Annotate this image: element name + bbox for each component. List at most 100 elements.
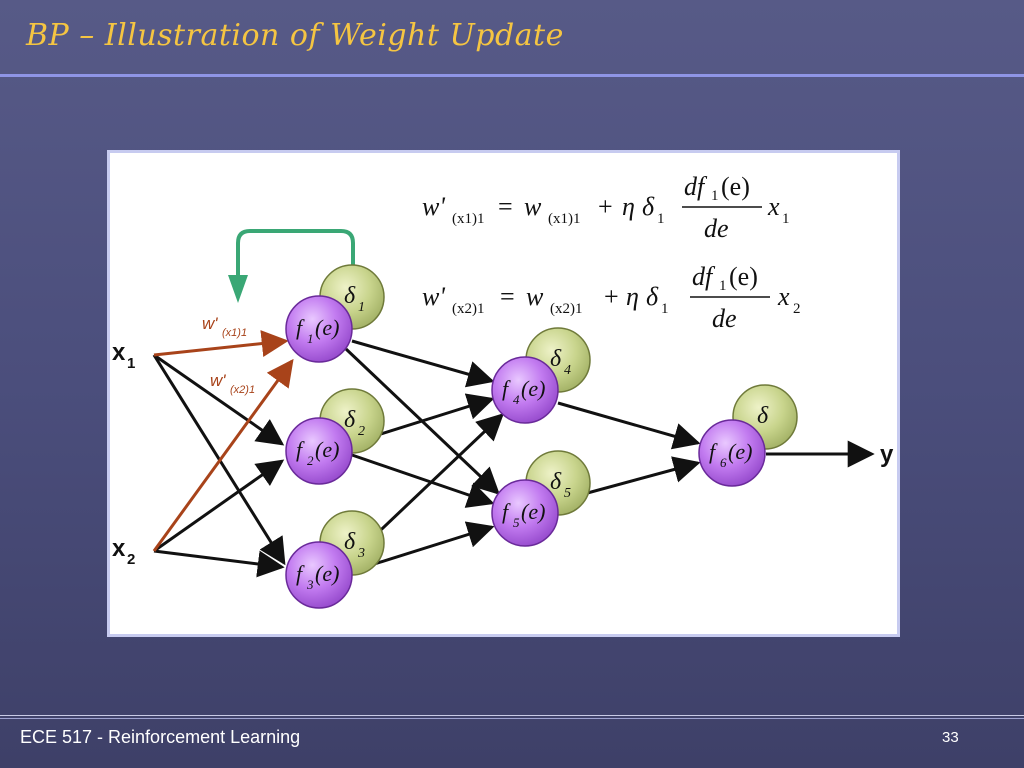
delta-labels: δ 1 δ 2 δ 3 δ 4 δ 5 δ bbox=[344, 283, 769, 561]
edges-updated-weights bbox=[152, 330, 294, 552]
delta-label-2: δ bbox=[344, 407, 356, 433]
eq2-plus: + bbox=[604, 282, 619, 311]
svg-text:5: 5 bbox=[513, 515, 520, 530]
eq1-x-sub: 1 bbox=[782, 211, 790, 227]
eq1-lhs-w: w' bbox=[422, 192, 445, 221]
edge-f4-f6 bbox=[557, 401, 701, 450]
eq1-num-sub: 1 bbox=[711, 188, 719, 204]
svg-text:2: 2 bbox=[358, 424, 365, 439]
output-y-label: y bbox=[880, 441, 894, 468]
edge-f1-f4 bbox=[351, 339, 495, 388]
eq1-delta: δ bbox=[642, 192, 655, 221]
eq1-x: x bbox=[767, 192, 780, 221]
delta-label-1: δ bbox=[344, 283, 356, 309]
input-x1-label: x bbox=[112, 339, 126, 366]
eq2-delta-sub: 1 bbox=[661, 301, 669, 317]
slide-page-number: 33 bbox=[942, 729, 959, 746]
eq2-x: x bbox=[777, 282, 790, 311]
feedback-arrow bbox=[236, 229, 355, 275]
delta-label-4: δ bbox=[550, 346, 562, 372]
weight-label-x1: w' bbox=[202, 314, 218, 333]
svg-text:(e): (e) bbox=[315, 315, 339, 340]
edge-x1-f1-updated bbox=[153, 330, 289, 357]
edge-x2-f2 bbox=[153, 459, 285, 553]
edge-x1-f2 bbox=[153, 353, 285, 446]
slide-title: BP – Illustration of Weight Update bbox=[26, 18, 564, 53]
neurons bbox=[285, 295, 766, 609]
svg-text:(e): (e) bbox=[728, 439, 752, 464]
eq1-den: de bbox=[704, 214, 729, 243]
svg-text:5: 5 bbox=[564, 486, 571, 501]
neuron-label-1-f: f bbox=[296, 315, 305, 340]
network-diagram: w' (x1)1 = w (x1)1 + η δ 1 df 1 (e) de x… bbox=[112, 172, 894, 609]
eq1-lhs-sub: (x1)1 bbox=[452, 211, 485, 227]
eq1-rhs-sub: (x1)1 bbox=[548, 211, 581, 227]
svg-text:1: 1 bbox=[307, 331, 314, 346]
neuron-label-5-f: f bbox=[502, 499, 511, 524]
svg-text:(e): (e) bbox=[315, 561, 339, 586]
footer-course-name: ECE 517 - Reinforcement Learning bbox=[20, 727, 301, 747]
delta-label-5: δ bbox=[550, 469, 562, 495]
edge-f3-f5-a bbox=[351, 453, 495, 508]
svg-text:1: 1 bbox=[358, 300, 365, 315]
neuron-2 bbox=[285, 417, 353, 485]
diagram-panel: w' (x1)1 = w (x1)1 + η δ 1 df 1 (e) de x… bbox=[107, 150, 900, 637]
svg-text:(e): (e) bbox=[521, 499, 545, 524]
svg-text:(e): (e) bbox=[315, 437, 339, 462]
update-equation-1: w' (x1)1 = w (x1)1 + η δ 1 df 1 (e) de x… bbox=[422, 172, 790, 243]
eq1-rhs-w: w bbox=[524, 192, 542, 221]
svg-text:4: 4 bbox=[564, 363, 571, 378]
eq2-lhs-sub: (x2)1 bbox=[452, 301, 485, 317]
eq1-delta-sub: 1 bbox=[657, 211, 665, 227]
delta-label-6: δ bbox=[757, 403, 769, 429]
eq2-lhs-w: w' bbox=[422, 282, 445, 311]
eq2-rhs-w: w bbox=[526, 282, 544, 311]
eq2-den: de bbox=[712, 304, 737, 333]
eq1-num: df bbox=[684, 172, 708, 201]
eq2-num: df bbox=[692, 262, 716, 291]
neuron-5 bbox=[491, 479, 559, 547]
eq2-delta: δ bbox=[646, 282, 659, 311]
eq1-eta: η bbox=[622, 192, 635, 221]
eq1-equals: = bbox=[498, 192, 513, 221]
svg-text:4: 4 bbox=[513, 392, 520, 407]
neuron-label-2-f: f bbox=[296, 437, 305, 462]
svg-text:(x1)1: (x1)1 bbox=[222, 327, 247, 339]
svg-text:2: 2 bbox=[127, 551, 135, 568]
edge-x2-f3 bbox=[153, 549, 285, 578]
title-divider bbox=[0, 74, 1024, 77]
eq2-equals: = bbox=[500, 282, 515, 311]
svg-text:(e): (e) bbox=[521, 376, 545, 401]
neuron-label-3-f: f bbox=[296, 561, 305, 586]
eq2-num-arg: (e) bbox=[729, 262, 758, 291]
delta-label-3: δ bbox=[344, 529, 356, 555]
weight-label-x2: w' bbox=[210, 371, 226, 390]
svg-text:2: 2 bbox=[307, 453, 314, 468]
neuron-label-6-f: f bbox=[709, 439, 718, 464]
footer-divider bbox=[0, 715, 1024, 716]
svg-text:3: 3 bbox=[357, 546, 365, 561]
neuron-1 bbox=[285, 295, 353, 363]
input-x2-label: x bbox=[112, 535, 126, 562]
io-labels: x 1 x 2 y bbox=[112, 339, 894, 568]
update-equation-2: w' (x2)1 = w (x2)1 + η δ 1 df 1 (e) de x… bbox=[422, 262, 801, 333]
footer-divider-secondary bbox=[0, 718, 1024, 719]
neuron-4 bbox=[491, 356, 559, 424]
eq1-num-arg: (e) bbox=[721, 172, 750, 201]
eq2-rhs-sub: (x2)1 bbox=[550, 301, 583, 317]
svg-text:6: 6 bbox=[720, 455, 727, 470]
edges-hidden-layer bbox=[344, 339, 875, 573]
neuron-labels: f 1 (e) f 2 (e) f 3 (e) f 4 (e) f 5 (e) … bbox=[296, 315, 752, 592]
neuron-6 bbox=[698, 419, 766, 487]
svg-text:(x2)1: (x2)1 bbox=[230, 384, 255, 396]
svg-text:1: 1 bbox=[127, 355, 135, 372]
neuron-label-4-f: f bbox=[502, 376, 511, 401]
weight-labels: w' (x1)1 w' (x2)1 bbox=[202, 314, 255, 396]
eq1-plus: + bbox=[598, 192, 613, 221]
feedback-arrowhead bbox=[228, 275, 248, 303]
eq2-num-sub: 1 bbox=[719, 278, 727, 294]
edge-x2-f1-updated bbox=[152, 358, 294, 552]
eq2-x-sub: 2 bbox=[793, 301, 801, 317]
eq2-eta: η bbox=[626, 282, 639, 311]
neuron-3 bbox=[285, 541, 353, 609]
